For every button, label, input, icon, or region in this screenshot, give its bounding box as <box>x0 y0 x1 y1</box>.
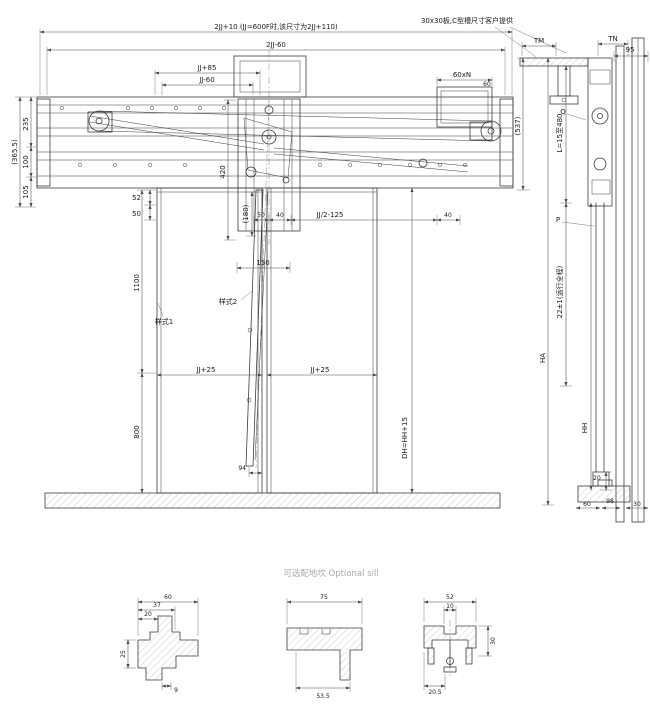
p1-dim-25: 25 <box>120 650 127 658</box>
door-panels <box>156 187 378 494</box>
p1-dim-9: 9 <box>174 687 178 694</box>
dim-800-label: 800 <box>133 425 141 438</box>
dim-1100-label: 1100 <box>133 274 141 292</box>
label-q: Q <box>560 108 566 116</box>
sill-profile-2: 75 53.5 <box>286 594 363 700</box>
dim-60xn-label: 60xN <box>453 71 471 79</box>
dim-20-label: 20 <box>593 475 601 482</box>
dim-2jj60-label: 2JJ-60 <box>266 41 286 49</box>
p3-dim-52: 52 <box>446 594 454 601</box>
p1-dim-37: 37 <box>153 602 161 609</box>
top-c-channel-bracket <box>519 57 589 105</box>
dim-ha-label: HA <box>539 353 547 363</box>
dim-235-label: 235 <box>22 117 30 130</box>
main-view-labels: 2JJ+10 (JJ=600F时,该尺寸为2JJ+110) 2JJ-60 JJ+… <box>11 22 491 472</box>
sill-side-section <box>577 479 631 503</box>
dim-98-label: 98 <box>606 498 614 505</box>
door-panel-side <box>592 202 610 487</box>
dim-94-label: 94 <box>238 465 246 472</box>
dim-180-label: (180) <box>242 204 250 223</box>
belt-top <box>98 110 492 122</box>
dim-105-label: 105 <box>22 185 30 198</box>
left-door-panel <box>156 187 263 494</box>
style1-label: 样式1 <box>155 317 173 326</box>
door-operator-header <box>36 96 514 232</box>
sill-profile-3: 52 10 30 20.5 <box>423 594 497 696</box>
p1-dim-20: 20 <box>144 611 152 618</box>
sill-slab <box>44 492 501 509</box>
dim-22-label: 22±1(运行全程) <box>555 265 564 318</box>
p2-dim-75: 75 <box>320 594 328 601</box>
dim-537-label: (537) <box>514 116 522 135</box>
right-door-panel <box>266 187 378 494</box>
style2-label: 样式2 <box>219 297 237 306</box>
dim-L-label: L=15至480 <box>556 113 564 152</box>
dim-dh-label: DH=HH+15 <box>401 417 409 459</box>
p3-dim-20-5: 20.5 <box>428 689 442 696</box>
sill-section: 可选配地坎 Optional sill 60 37 20 25 9 <box>120 568 497 700</box>
dim-420-label: 420 <box>219 165 227 178</box>
hanger-assembly <box>587 57 613 207</box>
dim-40-right-label: 40 <box>444 212 452 219</box>
dim-95-label: 95 <box>626 46 635 54</box>
dim-jj85-label: JJ+85 <box>197 64 217 72</box>
belt-bottom <box>98 130 492 142</box>
dim-hh-label: HH <box>581 423 589 434</box>
dim-150-label: 150 <box>256 259 269 267</box>
motor-box <box>233 55 307 98</box>
side-view <box>494 26 645 523</box>
label-p: P <box>556 216 560 224</box>
dim-jj25-right-label: JJ+25 <box>310 366 330 374</box>
left-end-bracket <box>36 98 51 187</box>
main-view <box>36 50 514 509</box>
p3-dim-10: 10 <box>446 603 454 610</box>
dim-365-label: (365.5) <box>11 139 19 165</box>
dim-40-left-label: 40 <box>276 212 284 219</box>
dim-total-top-label: 2JJ+10 (JJ=600F时,该尺寸为2JJ+110) <box>214 22 338 31</box>
dim-30b-label: 30 <box>633 501 641 508</box>
fastener-bolts <box>60 106 467 167</box>
dim-60-label: 60 <box>483 81 491 88</box>
right-end-bracket <box>499 98 514 187</box>
side-view-dimensions <box>517 40 649 510</box>
dim-100-label: 100 <box>22 155 30 168</box>
p2-dim-53-5: 53.5 <box>316 693 330 700</box>
hanger-roller <box>591 107 609 125</box>
dim-50-mid-label: 50 <box>257 212 265 219</box>
side-view-labels: 30x30板,C型槽尺寸客户提供 TM TN 95 (537) L=15至480… <box>421 16 641 508</box>
optional-sill-title: 可选配地坎 Optional sill <box>283 568 378 579</box>
right-belt-clamp <box>469 121 493 141</box>
dim-tn-label: TN <box>607 35 618 43</box>
dim-tm-label: TM <box>533 37 544 45</box>
dim-jj60-label: JJ-60 <box>198 76 214 84</box>
right-pulley <box>480 120 502 142</box>
center-drive-mechanism <box>89 98 469 232</box>
upright-rail <box>615 45 625 523</box>
dim-jj25-left-label: JJ+25 <box>196 366 216 374</box>
wall-channel <box>631 37 645 523</box>
anchor-bolt <box>446 657 454 665</box>
dim-60b-label: 60 <box>583 501 591 508</box>
p3-dim-30: 30 <box>490 637 497 645</box>
spacer-box-60xn <box>436 86 493 128</box>
dim-jj2-125-label: JJ/2-125 <box>316 211 344 219</box>
p1-dim-60: 60 <box>164 594 172 601</box>
dim-52-label: 52 <box>132 194 141 202</box>
sill-profile-1: 60 37 20 25 9 <box>120 594 199 694</box>
left-belt-clamp <box>87 111 113 133</box>
main-view-dimensions <box>15 29 513 494</box>
arm-pivot <box>418 158 428 168</box>
c-channel-note: 30x30板,C型槽尺寸客户提供 <box>421 16 513 25</box>
left-drive-arm <box>89 115 265 145</box>
right-drive-arm <box>273 147 469 167</box>
dim-50-left-label: 50 <box>132 210 141 218</box>
